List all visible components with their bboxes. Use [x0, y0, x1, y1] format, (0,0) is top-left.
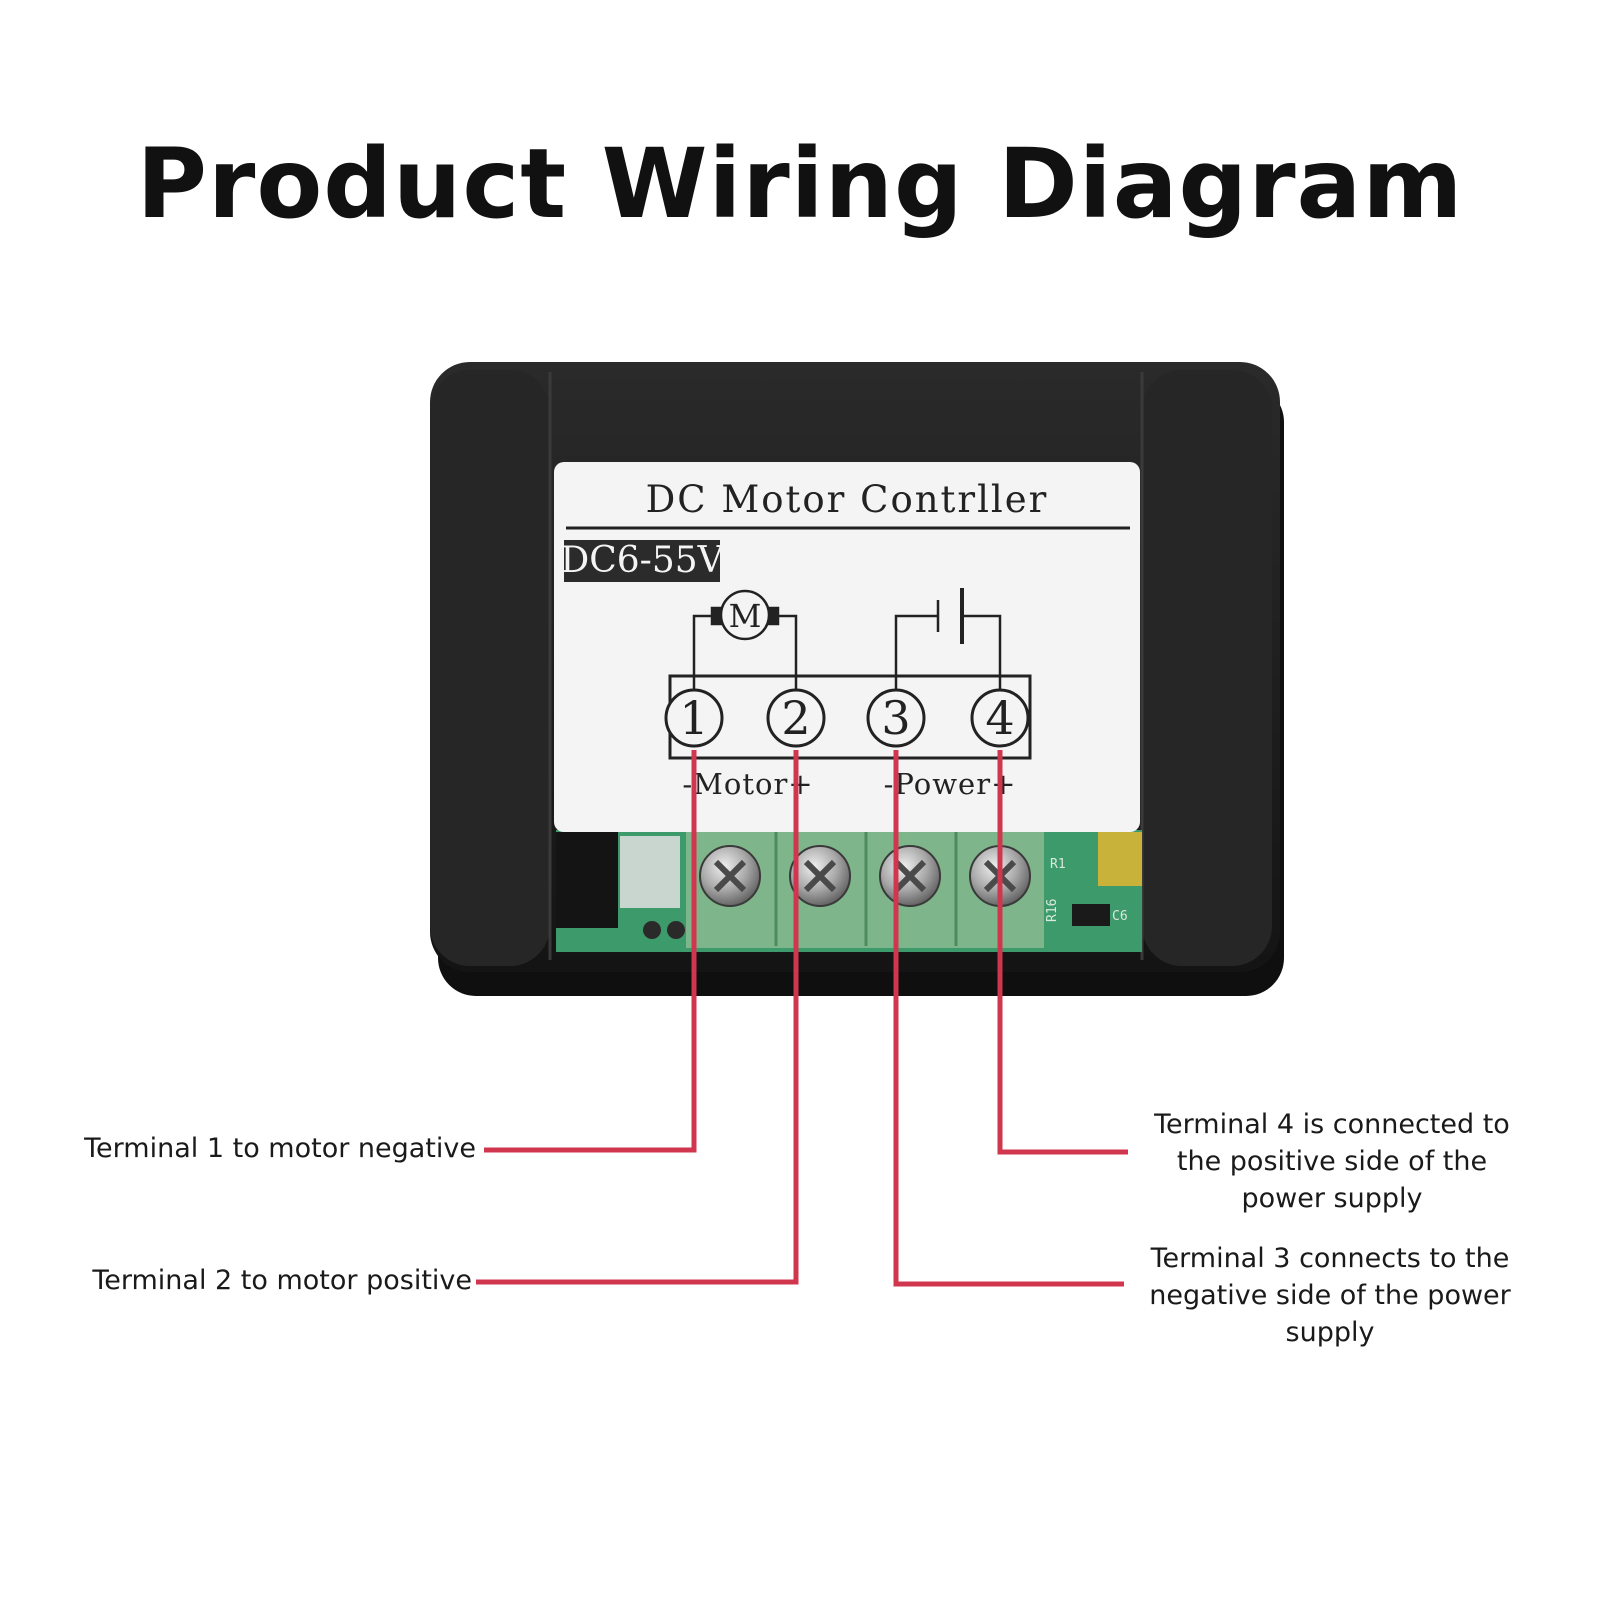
housing-left-tab	[430, 370, 550, 966]
pcb-mark-r16: R16	[1045, 899, 1060, 922]
motor-lead-left	[692, 614, 718, 690]
terminal-number-1: 1	[679, 691, 708, 745]
terminal-circle-3	[866, 688, 926, 748]
voltage-badge-bg	[564, 540, 720, 582]
screw-cross-slot-icon	[893, 859, 927, 893]
terminal-number-2: 2	[781, 691, 810, 745]
motor-schematic	[692, 589, 798, 690]
wire-terminal-2	[476, 750, 799, 1285]
voltage-badge: DC6-55V	[560, 540, 724, 581]
callout-terminal-3: Terminal 3 connects to the negative side…	[1149, 1243, 1511, 1348]
pcb-capacitor	[1098, 832, 1142, 886]
wire-terminal-1	[484, 750, 697, 1153]
pcb-screw-hole-right	[667, 921, 685, 939]
motor-group-label: -Motor+	[682, 767, 813, 801]
wiring-lines	[476, 750, 1128, 1287]
pcb-screw-hole-left	[643, 921, 661, 939]
pcb-mark-c6: C6	[1112, 909, 1128, 924]
terminal-number-3: 3	[881, 691, 910, 745]
page-title: Product Wiring Diagram	[136, 128, 1464, 240]
terminal-number-4: 4	[985, 691, 1014, 745]
pcb-dark-component	[556, 832, 618, 928]
power-schematic	[894, 588, 1002, 690]
power-lead-left	[894, 614, 938, 690]
terminal-circle-1	[664, 688, 724, 748]
terminal-circle-4	[970, 688, 1030, 748]
screw-cross-slot-icon	[713, 859, 747, 893]
callout-terminal-2: Terminal 2 to motor positive	[92, 1265, 472, 1296]
terminal-block	[686, 830, 1044, 948]
motor-symbol-letter: M	[729, 597, 762, 635]
wire-terminal-4	[997, 750, 1128, 1155]
pcb-connector	[620, 836, 680, 908]
spec-label: DC Motor Contrller DC6-55V M 1 2 3 4 -Motor…	[554, 462, 1140, 832]
callout-terminal-4: Terminal 4 is connected to the positive …	[1154, 1109, 1510, 1214]
terminal-circle-2	[766, 688, 826, 748]
screw-cross-slot-icon	[803, 859, 837, 893]
motor-symbol-circle	[719, 589, 771, 641]
wire-terminal-3	[893, 750, 1124, 1287]
housing-right-tab	[1142, 370, 1272, 966]
controller-heading: DC Motor Contrller	[646, 478, 1049, 521]
power-lead-right	[962, 614, 1002, 690]
callout-terminal-1: Terminal 1 to motor negative	[84, 1133, 476, 1164]
motor-lead-right	[772, 614, 798, 690]
pcb-smd-chip	[1072, 904, 1110, 926]
power-group-label: -Power+	[884, 767, 1017, 801]
pcb-mark-r1: R1	[1050, 857, 1066, 872]
